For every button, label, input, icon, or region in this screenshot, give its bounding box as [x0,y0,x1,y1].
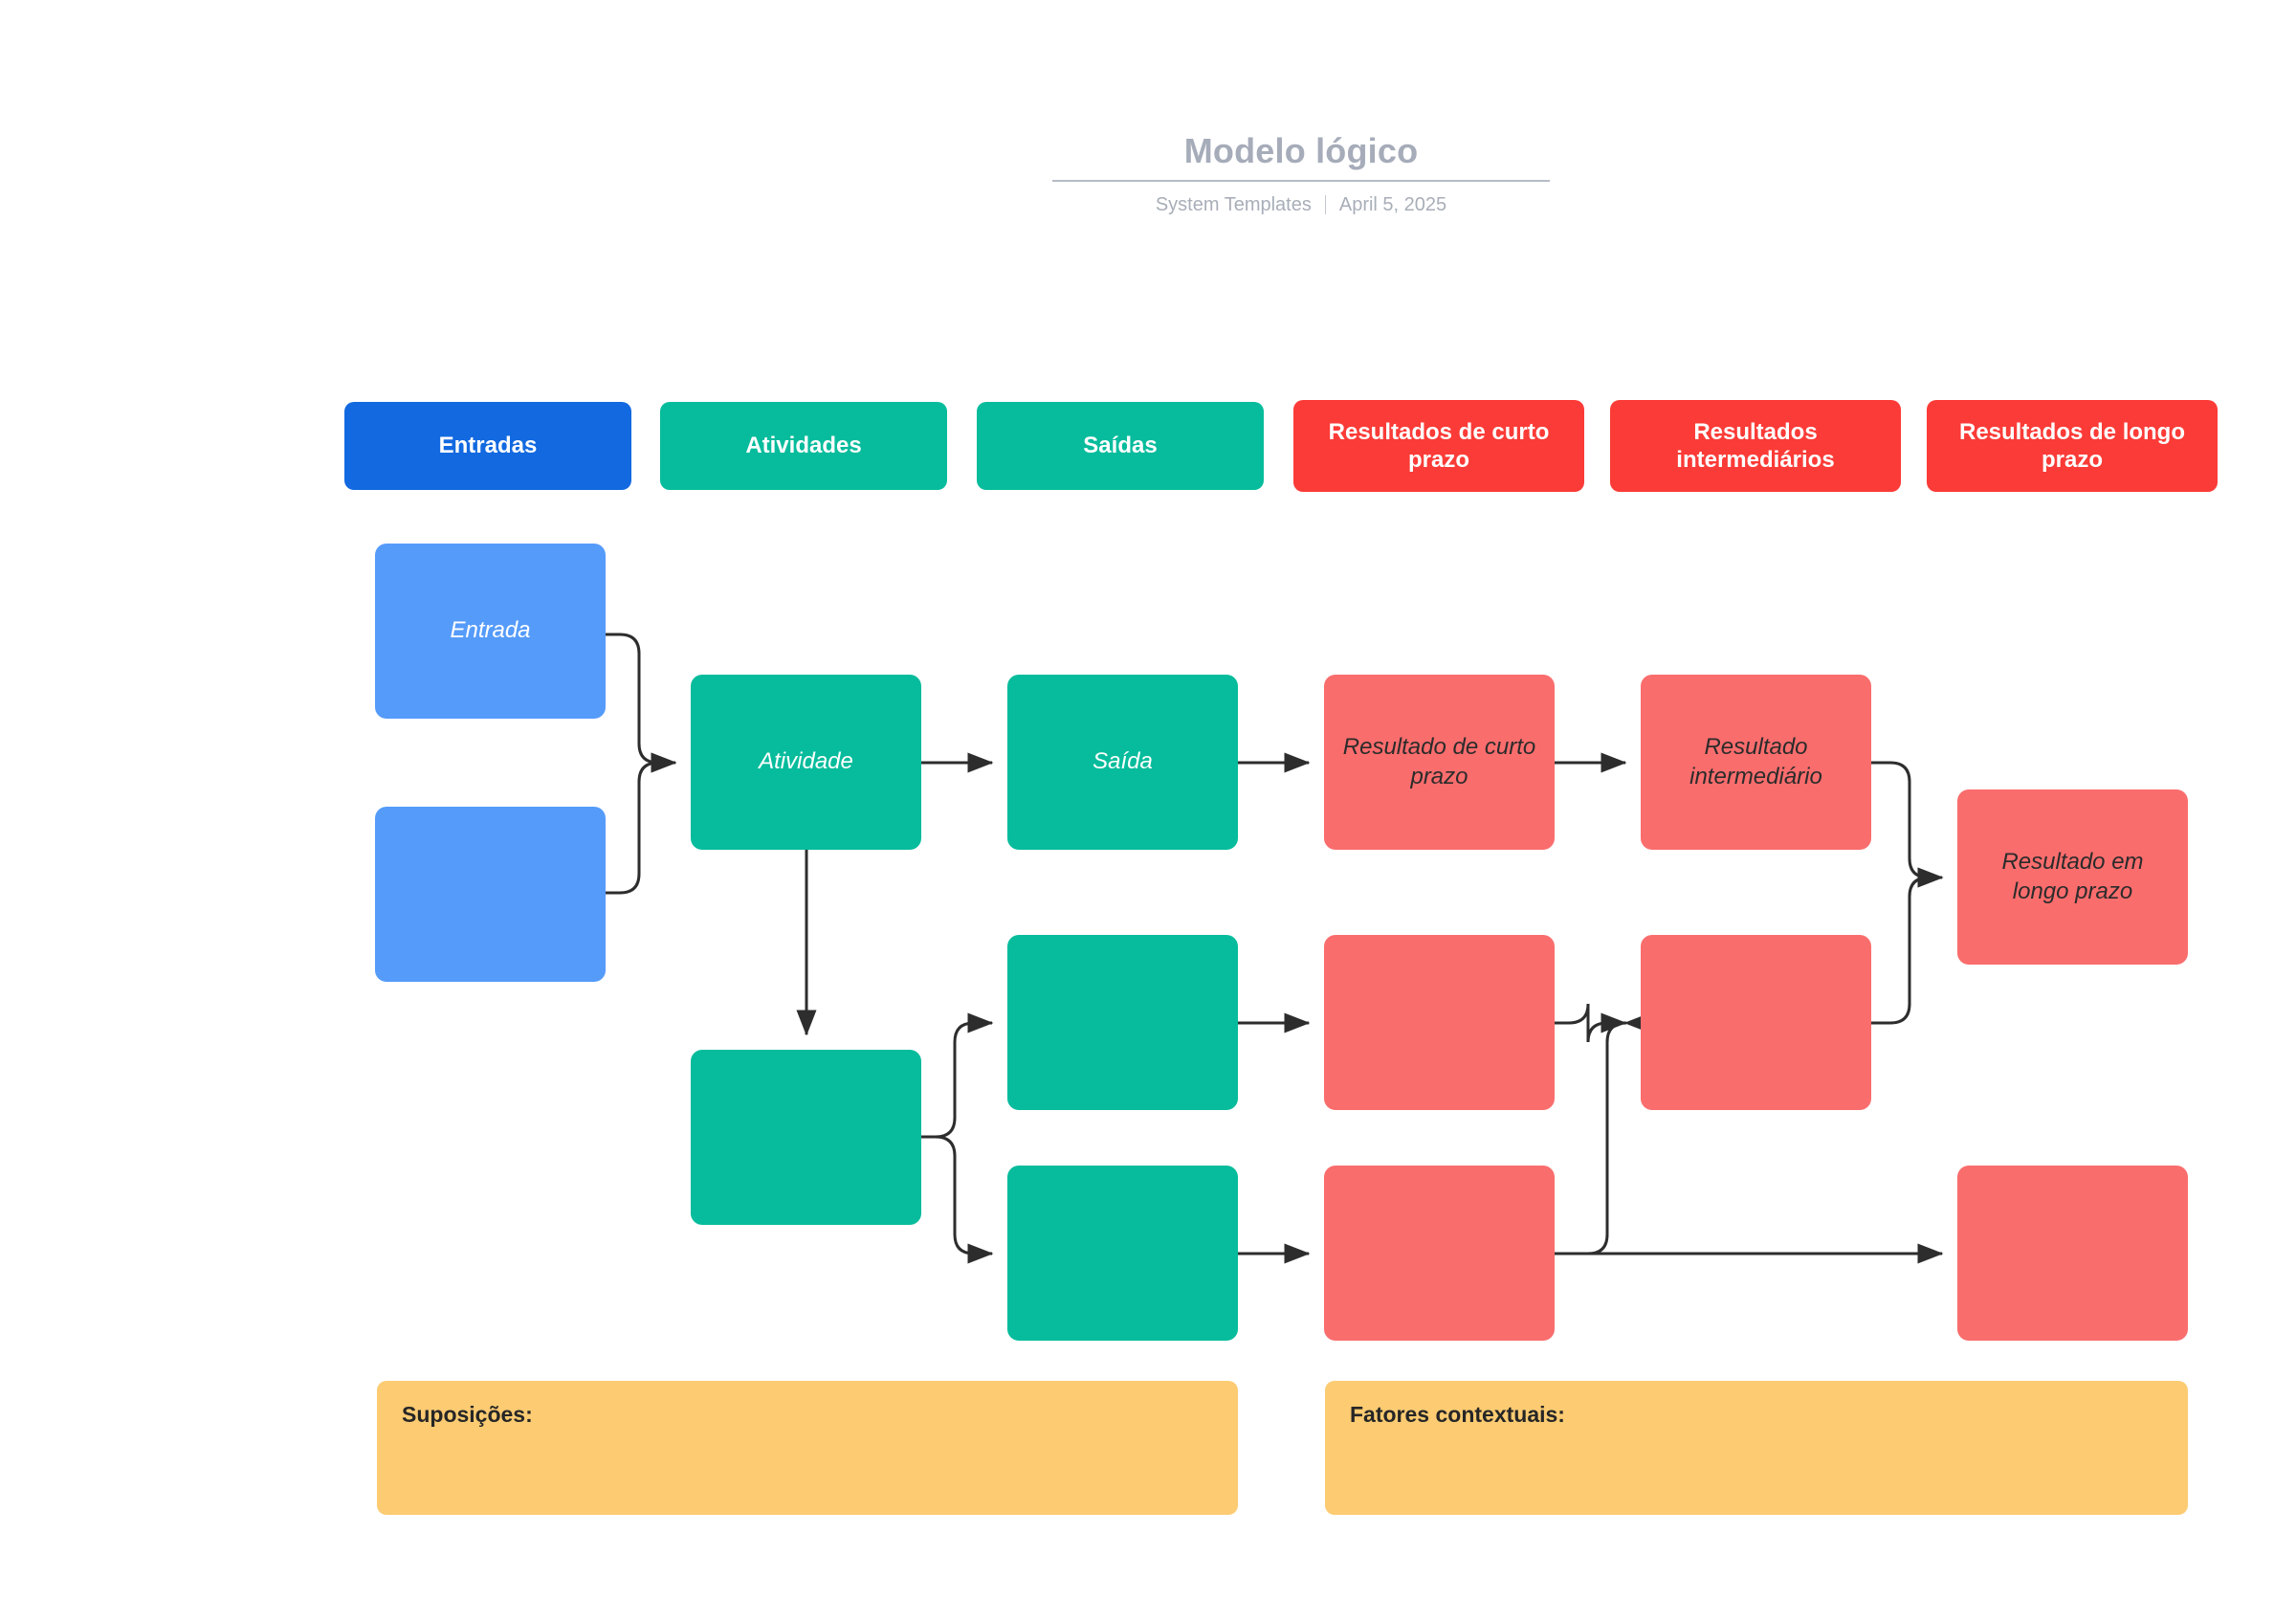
node-saida-3[interactable] [1007,1166,1238,1341]
note-label-suposicoes: Suposições: [402,1402,533,1427]
document-subheader: System Templates April 5, 2025 [1052,193,1550,216]
edge-entrada1-to-atividade1 [606,633,677,773]
node-longo-2[interactable] [1957,1166,2188,1341]
node-entrada-2[interactable] [375,807,606,982]
document-header: Modelo lógico System Templates April 5, … [1052,132,1550,216]
column-header-atividades[interactable]: Atividades [660,402,947,490]
node-atividade-2[interactable] [691,1050,921,1225]
document-date: April 5, 2025 [1338,193,1447,215]
document-source: System Templates [1155,193,1312,215]
edge-atividade2-to-saida2 [921,1012,994,1139]
note-label-fatores: Fatores contextuais: [1350,1402,1565,1427]
node-curto-1[interactable]: Resultado de curto prazo [1324,675,1555,850]
node-longo-1[interactable]: Resultado em longo prazo [1957,789,2188,965]
column-header-intermediarios[interactable]: Resultados intermediários [1610,400,1901,492]
note-box-fatores[interactable]: Fatores contextuais: [1325,1381,2188,1515]
node-curto-3[interactable] [1324,1166,1555,1341]
edge-curto2-to-intermediario2 [1555,1003,1627,1043]
column-header-longo-prazo[interactable]: Resultados de longo prazo [1927,400,2218,492]
page-title: Modelo lógico [1183,131,1419,170]
node-entrada-1[interactable]: Entrada [375,544,606,719]
edge-entrada2-to-atividade1 [606,752,677,895]
edge-intermediario2-to-longo1 [1871,867,1944,1025]
title-divider [1052,179,1550,182]
node-intermediario-1[interactable]: Resultado intermediário [1641,675,1871,850]
subheader-separator [1324,194,1326,214]
column-header-saidas[interactable]: Saídas [977,402,1264,490]
edge-atividade2-to-saida3 [921,1135,994,1264]
node-saida-2[interactable] [1007,935,1238,1110]
node-intermediario-2[interactable] [1641,935,1871,1110]
note-box-suposicoes[interactable]: Suposições: [377,1381,1238,1515]
edge-curto3-to-intermediario2 [1555,1012,1650,1255]
node-atividade-1[interactable]: Atividade [691,675,921,850]
node-curto-2[interactable] [1324,935,1555,1110]
node-saida-1[interactable]: Saída [1007,675,1238,850]
edge-intermediario1-to-longo1 [1871,761,1944,888]
column-header-curto-prazo[interactable]: Resultados de curto prazo [1293,400,1584,492]
column-header-entradas[interactable]: Entradas [344,402,631,490]
